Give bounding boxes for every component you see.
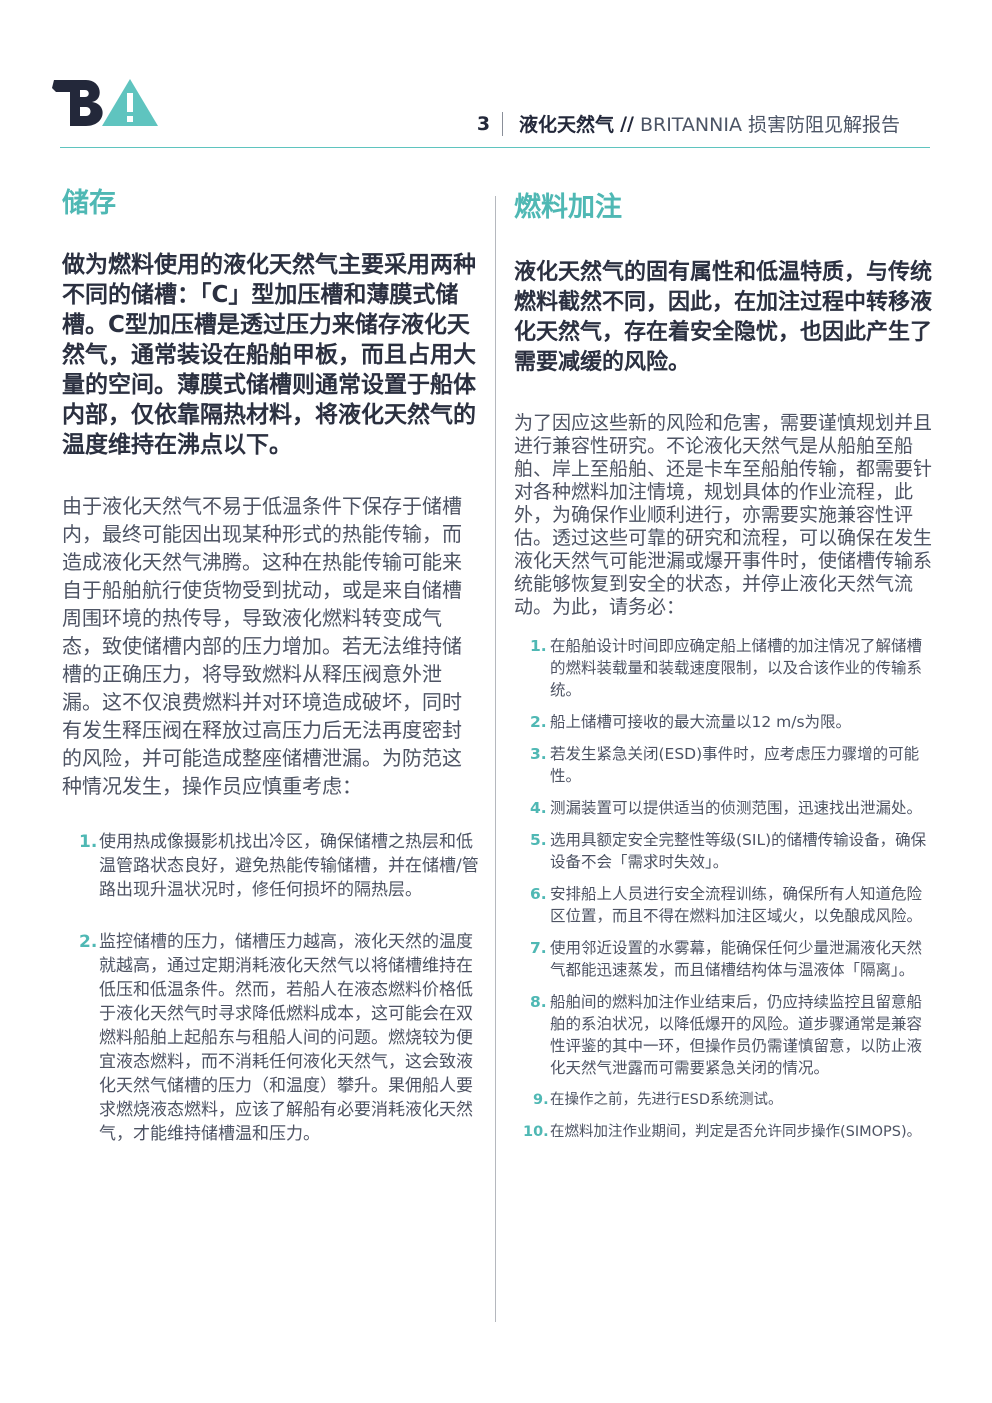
column-divider: [495, 196, 496, 1322]
warning-triangle-dot: [127, 116, 133, 122]
list-item-number: 1.: [530, 637, 547, 655]
list-item: 4. 测漏装置可以提供适当的侦测范围，迅速找出泄漏处。: [514, 797, 932, 819]
list-item: 1. 在船舶设计时间即应确定船上储槽的加注情况了解储槽的燃料装载量和装载速度限制…: [514, 635, 932, 701]
bunkering-lead: 液化天然气的固有属性和低温特质，与传统燃料截然不同，因此，在加注过程中转移液化天…: [514, 260, 933, 375]
logo-b-counter-top: [80, 90, 89, 97]
list-item-text: 使用邻近设置的水雾幕，能确保任何少量泄漏液化天然气都能迅速蒸发，而且储槽结构体与…: [550, 939, 923, 979]
list-item: 2. 监控储槽的压力，储槽压力越高，液化天然的温度就越高，通过定期消耗液化天然气…: [62, 930, 480, 1146]
list-item-number: 1.: [79, 832, 98, 852]
list-item: 5. 选用具额定安全完整性等级(SIL)的储槽传输设备，确保设备不会「需求时失效…: [514, 829, 932, 873]
storage-recommendation-list: 1. 使用热成像摄影机找出冷区，确保储槽之热层和低温管路状态良好，避免热能传输储…: [62, 830, 480, 1146]
list-item-text: 船上储槽可接收的最大流量以12 m/s为限。: [550, 713, 852, 731]
logo-b-shape: [52, 80, 103, 126]
list-item-text: 在船舶设计时间即应确定船上储槽的加注情况了解储槽的燃料装载量和装载速度限制，以及…: [550, 637, 923, 699]
list-item-number: 8.: [530, 993, 547, 1011]
list-item-text: 在燃料加注作业期间，判定是否允许同步操作(SIMOPS)。: [550, 1124, 922, 1140]
britannia-logo: [52, 79, 158, 126]
list-item-number: 3.: [530, 745, 547, 763]
list-item: 10. 在燃料加注作业期间，判定是否允许同步操作(SIMOPS)。: [514, 1121, 932, 1143]
list-item-text: 安排船上人员进行安全流程训练，确保所有人知道危险区位置，而且不得在燃料加注区域火…: [550, 885, 923, 925]
list-item-text: 船舶间的燃料加注作业结束后，仍应持续监控且留意船舶的系泊状况，以降低爆开的风险。…: [550, 993, 923, 1077]
header-rule: [60, 147, 930, 148]
list-item: 8. 船舶间的燃料加注作业结束后，仍应持续监控且留意船舶的系泊状况，以降低爆开的…: [514, 991, 932, 1079]
list-item-number: 2.: [79, 932, 98, 952]
list-item-text: 若发生紧急关闭(ESD)事件时，应考虑压力骤增的可能性。: [550, 745, 920, 785]
storage-title: 储存: [62, 188, 116, 219]
list-item-text: 监控储槽的压力，储槽压力越高，液化天然的温度就越高，通过定期消耗液化天然气以将储…: [99, 932, 473, 1144]
list-item: 6. 安排船上人员进行安全流程训练，确保所有人知道危险区位置，而且不得在燃料加注…: [514, 883, 932, 927]
header-report-title: BRITANNIA 损害防阻见解报告: [639, 114, 900, 136]
storage-lead: 做为燃料使用的液化天然气主要采用两种不同的储槽：「C」型加压槽和薄膜式储槽。C型…: [62, 252, 476, 458]
list-item-text: 在操作之前，先进行ESD系统测试。: [550, 1092, 783, 1108]
logo-b-counter-bottom: [80, 107, 91, 116]
bunkering-body: 为了因应这些新的风险和危害，需要谨慎规划并且进行兼容性研究。不论液化天然气是从船…: [514, 412, 933, 618]
list-item-number: 4.: [530, 799, 547, 817]
page-number: 3: [476, 112, 491, 135]
list-item-number: 7.: [530, 939, 547, 957]
warning-triangle-bar: [127, 93, 133, 112]
header-topic: 液化天然气: [519, 114, 615, 136]
bunkering-recommendation-list: 1. 在船舶设计时间即应确定船上储槽的加注情况了解储槽的燃料装载量和装载速度限制…: [514, 635, 932, 1143]
list-item-number: 10.: [523, 1124, 549, 1140]
header-divider: [502, 111, 504, 136]
storage-body: 由于液化天然气不易于低温条件下保存于储槽内，最终可能因出现某种形式的热能传输，而…: [62, 494, 462, 798]
list-item-text: 测漏装置可以提供适当的侦测范围，迅速找出泄漏处。: [550, 799, 923, 817]
header-separator: //: [620, 112, 634, 135]
list-item: 7. 使用邻近设置的水雾幕，能确保任何少量泄漏液化天然气都能迅速蒸发，而且储槽结…: [514, 937, 932, 981]
list-item: 1. 使用热成像摄影机找出冷区，确保储槽之热层和低温管路状态良好，避免热能传输储…: [62, 830, 480, 902]
list-item-number: 9.: [533, 1092, 549, 1108]
bunkering-title: 燃料加注: [514, 192, 622, 223]
list-item-text: 选用具额定安全完整性等级(SIL)的储槽传输设备，确保设备不会「需求时失效」。: [550, 831, 927, 871]
list-item-number: 2.: [530, 713, 547, 731]
list-item-text: 使用热成像摄影机找出冷区，确保储槽之热层和低温管路状态良好，避免热能传输储槽，并…: [99, 832, 479, 900]
page-header: 3 液化天然气 // BRITANNIA 损害防阻见解报告: [477, 110, 900, 137]
storage-column: 储存 做为燃料使用的液化天然气主要采用两种不同的储槽：「C」型加压槽和薄膜式储槽…: [62, 186, 480, 1174]
list-item-number: 6.: [530, 885, 547, 903]
list-item: 9. 在操作之前，先进行ESD系统测试。: [514, 1089, 932, 1111]
list-item-number: 5.: [530, 831, 547, 849]
bunkering-column: 燃料加注 液化天然气的固有属性和低温特质，与传统燃料截然不同，因此，在加注过程中…: [514, 190, 932, 1153]
list-item: 3. 若发生紧急关闭(ESD)事件时，应考虑压力骤增的可能性。: [514, 743, 932, 787]
list-item: 2. 船上储槽可接收的最大流量以12 m/s为限。: [514, 711, 932, 733]
